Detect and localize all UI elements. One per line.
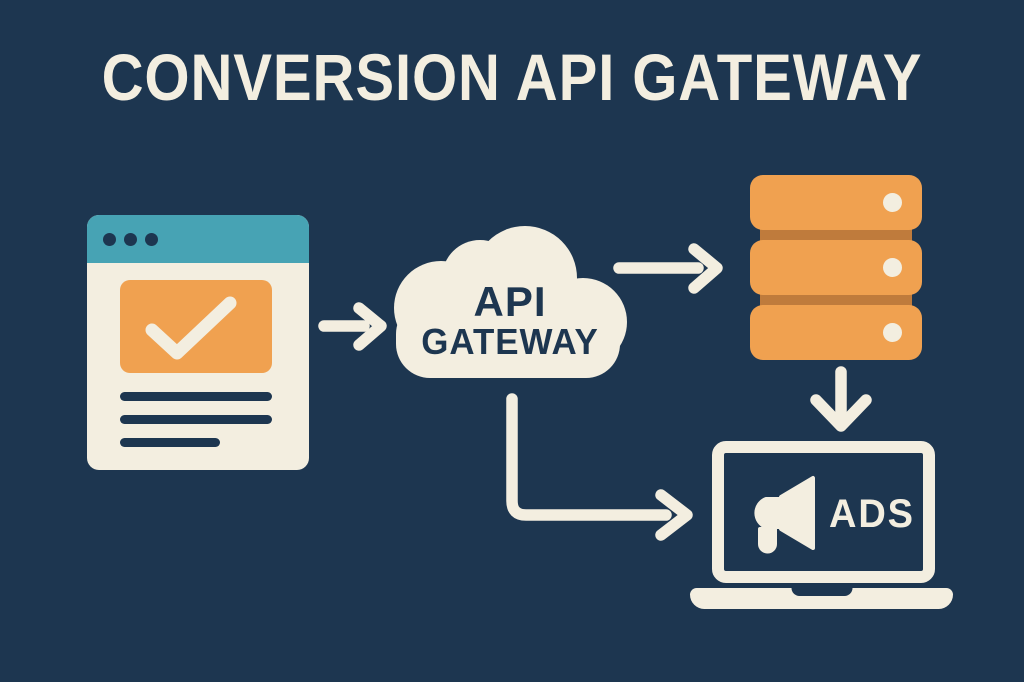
window-dot-icon [124, 232, 137, 246]
window-dot-icon [145, 232, 158, 246]
window-dot-icon [103, 232, 116, 246]
db-led-icon [883, 258, 902, 277]
megaphone-icon [754, 476, 815, 554]
db-connector [760, 294, 912, 306]
page-title: CONVERSION API GATEWAY [101, 40, 923, 114]
text-line [120, 392, 272, 401]
browser-titlebar [87, 215, 309, 263]
gateway-label-gateway: GATEWAY [421, 321, 599, 362]
db-connector [760, 229, 912, 241]
conversion-panel [120, 280, 272, 373]
text-line [120, 415, 272, 424]
laptop-notch [791, 588, 852, 596]
arrow-right-icon [318, 302, 387, 351]
arrow-right-icon [613, 243, 723, 294]
cloud-icon [394, 226, 627, 378]
laptop-icon [712, 441, 935, 583]
arrow-down-icon [810, 366, 872, 432]
db-led-icon [883, 193, 902, 212]
db-slab [750, 305, 922, 360]
ads-label: ADS [829, 492, 915, 536]
db-slab [750, 175, 922, 230]
gateway-label-api: API [473, 278, 547, 325]
browser-window-icon [87, 215, 309, 470]
text-line [120, 438, 220, 447]
db-led-icon [883, 323, 902, 342]
database-stack-icon [750, 175, 922, 360]
arrow-elbow-icon [506, 393, 693, 541]
laptop-base [690, 588, 953, 609]
checkmark-icon [145, 296, 237, 360]
db-slab [750, 240, 922, 295]
